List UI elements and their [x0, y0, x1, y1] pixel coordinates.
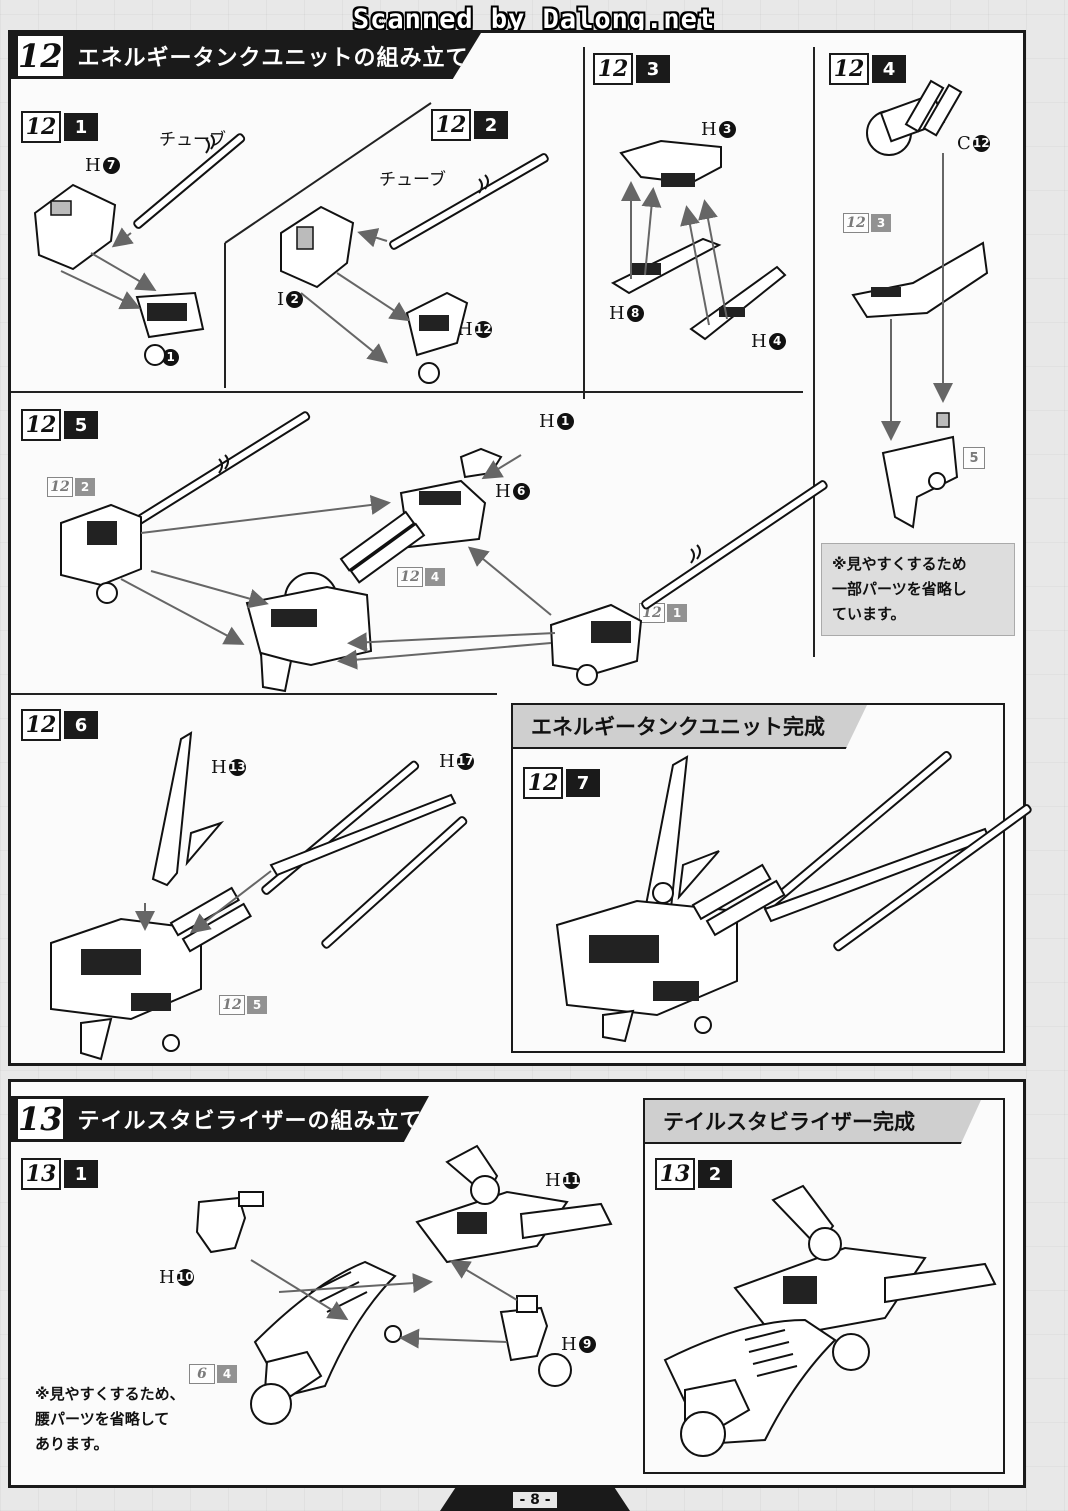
page-number-tab: - 8 - — [440, 1488, 630, 1511]
page-number: - 8 - — [513, 1491, 557, 1508]
section-13-number: 13 — [15, 1096, 66, 1142]
divider — [583, 47, 585, 399]
step-13-1: 13 1 — [21, 1158, 98, 1190]
section-12-title: エネルギータンクユニットの組み立て — [77, 46, 469, 71]
divider — [11, 391, 803, 393]
step-12-2-illustration — [280, 153, 549, 384]
section-12-banner: 12 エネルギータンクユニットの組み立て — [11, 33, 481, 79]
step-12-5-illustration — [60, 411, 828, 693]
energy-tank-unit-complete-illustration — [555, 750, 1032, 1043]
step-12-1-illustration — [33, 133, 246, 366]
complete-title-13: テイルスタビライザー完成 — [645, 1100, 981, 1144]
step-12-5: 12 5 — [21, 409, 98, 441]
step-12-3-illustration — [610, 139, 787, 341]
tube-label: チューブ — [379, 170, 446, 190]
ref-12-5: 12 5 — [219, 995, 267, 1015]
step-12-6-illustration — [50, 731, 468, 1061]
step-13-1-illustration — [195, 1144, 613, 1425]
note-12-4: ※見やすくするため 一部パーツを省略し ています。 — [821, 543, 1015, 636]
ref-5: 5 — [963, 447, 985, 469]
section-13-title: テイルスタビライザーの組み立て — [77, 1109, 423, 1134]
step-13-2: 13 2 — [655, 1158, 732, 1190]
step-12-4-illustration — [851, 79, 989, 529]
divider-diagonal — [224, 102, 432, 388]
ref-12-3: 12 3 — [843, 213, 891, 233]
ref-12-4: 12 4 — [397, 567, 445, 587]
scan-credit: Scanned by Dalong.net — [352, 4, 716, 35]
section-12-complete-box: エネルギータンクユニット完成 12 7 — [511, 703, 1032, 1053]
ref-12-2: 12 2 — [47, 477, 95, 497]
section-12-number: 12 — [15, 33, 66, 79]
section-12-panel: 12 エネルギータンクユニットの組み立て 12 1 チューブ H7 I1 12 … — [8, 30, 1032, 1066]
divider — [11, 693, 497, 695]
section-13-banner: 13 テイルスタビライザーの組み立て — [11, 1096, 429, 1142]
step-12-7: 12 7 — [523, 767, 600, 799]
section-13-complete-box: テイルスタビライザー完成 13 2 — [643, 1098, 1005, 1474]
complete-title-12: エネルギータンクユニット完成 — [513, 705, 867, 749]
step-12-6: 12 6 — [21, 709, 98, 741]
note-13-1: ※見やすくするため、 腰パーツを省略して あります。 — [35, 1385, 185, 1453]
step-12-4: 12 4 — [829, 53, 906, 85]
step-12-1: 12 1 — [21, 111, 98, 143]
divider — [813, 47, 815, 657]
step-12-2: 12 2 — [431, 109, 508, 141]
ref-6-4: 6 4 — [189, 1364, 237, 1384]
step-12-3: 12 3 — [593, 53, 670, 85]
tail-stabilizer-complete-illustration — [663, 1184, 997, 1457]
